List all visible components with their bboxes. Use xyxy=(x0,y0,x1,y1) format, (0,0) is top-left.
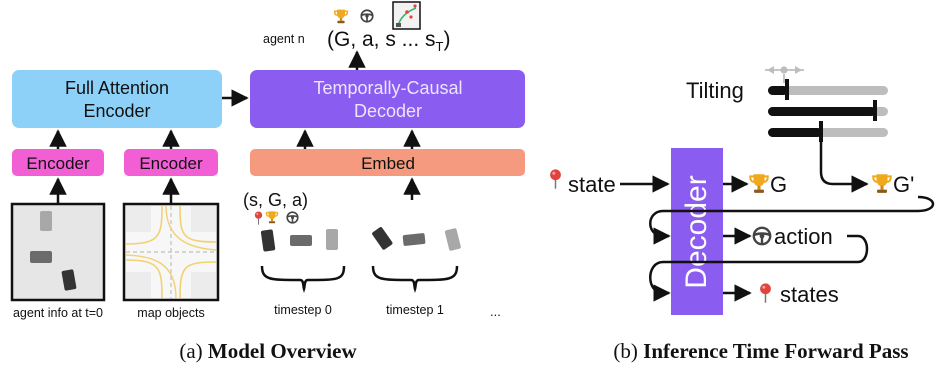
timestep-0-agents xyxy=(260,229,338,252)
tilting-label: Tilting xyxy=(686,78,744,103)
caption-b-bold: Inference Time Forward Pass xyxy=(643,339,908,363)
tilting-slider-1 xyxy=(768,79,888,100)
encoder-left-box xyxy=(12,149,104,176)
loop-g-prime-to-action xyxy=(649,195,935,245)
tilting-slider-2 xyxy=(768,100,888,121)
decoder-vertical-box xyxy=(671,148,723,315)
timestep-0-caption: timestep 0 xyxy=(274,303,332,317)
token-tuple: (s, G, a) xyxy=(243,190,308,210)
decoder-label-1: Temporally-Causal xyxy=(313,78,462,98)
g-label: G xyxy=(770,172,787,197)
caption-b-prefix: (b) xyxy=(613,339,643,363)
embed-label: Embed xyxy=(361,154,415,173)
encoder-right-box xyxy=(124,149,218,176)
full-attention-label-2: Encoder xyxy=(83,101,150,121)
caption-a-bold: Model Overview xyxy=(208,339,358,363)
location-pin-icon xyxy=(549,168,562,190)
location-pin-icon xyxy=(759,282,772,304)
trajectory-thumbnail-icon xyxy=(392,1,421,30)
timestep-1-brace xyxy=(371,265,459,293)
trophy-icon xyxy=(749,173,769,194)
states-label: states xyxy=(780,282,839,307)
state-label: state xyxy=(568,172,616,197)
location-pin-icon xyxy=(254,211,263,225)
full-attention-label-1: Full Attention xyxy=(65,78,169,98)
caption-a-prefix: (a) xyxy=(179,339,208,363)
agent-info-image xyxy=(10,202,106,302)
g-prime-label: G' xyxy=(893,172,914,197)
temporally-causal-decoder-box xyxy=(250,70,525,128)
decoder-vertical-label: Decoder xyxy=(680,175,713,288)
output-tuple: (G, a, s ... sT) xyxy=(327,28,450,54)
caption-b: (b) Inference Time Forward Pass xyxy=(613,339,908,363)
panel-b-inference-pass: Tilting Decoder state xyxy=(549,66,935,363)
steering-wheel-icon xyxy=(360,9,374,23)
panel-a-model-overview: Full Attention Encoder Temporally-Causal… xyxy=(10,1,525,363)
tilting-handle-icon xyxy=(765,66,804,83)
full-attention-encoder-box xyxy=(12,70,222,128)
output-tuple-subscript: T xyxy=(436,39,444,54)
tilting-slider-3 xyxy=(768,121,888,142)
map-objects-image xyxy=(122,202,220,302)
trophy-icon xyxy=(333,8,349,24)
action-label: action xyxy=(774,224,833,249)
output-tuple-close: ) xyxy=(443,28,450,51)
decoder-label-2: Decoder xyxy=(354,101,422,121)
encoder-right-label: Encoder xyxy=(139,154,203,173)
timestep-0-brace xyxy=(260,265,346,293)
agent-n-label: agent n xyxy=(263,32,305,46)
arrow-tilt-to-g-prime xyxy=(819,142,869,193)
loop-action-to-states xyxy=(649,234,869,302)
trophy-icon xyxy=(872,173,892,194)
agent-info-caption: agent info at t=0 xyxy=(13,306,103,320)
ellipsis: ... xyxy=(490,304,501,319)
map-caption: map objects xyxy=(137,306,204,320)
steering-wheel-icon xyxy=(286,211,299,224)
timestep-1-caption: timestep 1 xyxy=(386,303,444,317)
steering-wheel-icon xyxy=(752,226,772,246)
caption-a: (a) Model Overview xyxy=(179,339,357,363)
embed-box xyxy=(250,149,525,176)
encoder-left-label: Encoder xyxy=(26,154,90,173)
trophy-icon xyxy=(265,210,279,224)
output-tuple-text: (G, a, s ... s xyxy=(327,28,436,51)
timestep-1-agents xyxy=(372,227,461,251)
